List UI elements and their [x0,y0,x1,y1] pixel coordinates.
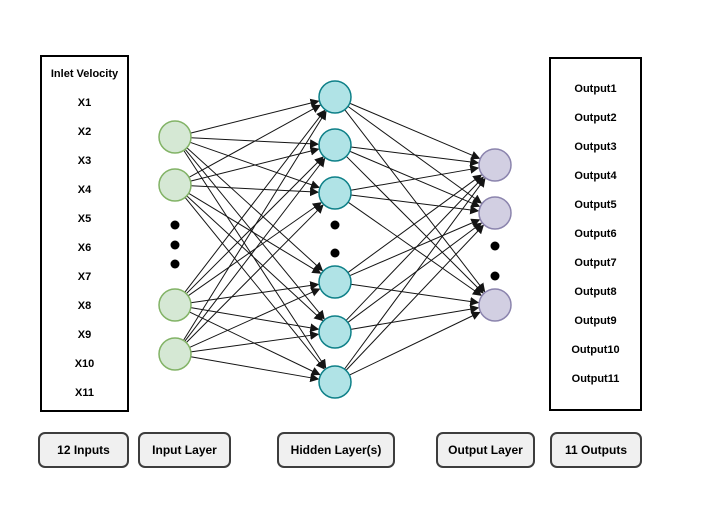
connection-arrow [188,104,321,178]
connection-arrow [183,150,327,369]
output-layer-node [478,288,512,322]
ellipsis-dot [170,259,180,269]
output-variable-label: Output6 [574,227,617,240]
connection-arrow [184,109,326,293]
connection-arrow [350,146,480,167]
input-layer-node [158,288,192,322]
input-variable-label: X9 [77,328,92,341]
connection-arrow [345,224,484,371]
output-layer-node [478,148,512,182]
output-variable-label: Output7 [574,256,617,269]
ellipsis-dot [170,240,180,250]
label-11-outputs: 11 Outputs [550,432,642,468]
hidden-layer-node [318,128,352,162]
hidden-layer-node [318,176,352,210]
label-hidden-layer: Hidden Layer(s) [277,432,395,468]
input-layer-node [158,337,192,371]
output-layer-node [478,196,512,230]
connection-arrow [190,330,320,353]
output-variable-label: Output1 [574,82,617,95]
connection-arrow [188,192,322,274]
output-variable-label: Output9 [574,314,617,327]
output-variable-label: Output4 [574,169,617,182]
input-variable-label: X4 [77,183,92,196]
connection-arrow [350,283,480,306]
input-layer-node [158,168,192,202]
connection-arrow [190,281,320,304]
input-variable-label: X8 [77,299,92,312]
ellipsis-dot [330,248,340,258]
connection-arrow [183,110,327,341]
hidden-layer-node [318,265,352,299]
connection-arrow [344,109,486,293]
input-variable-label: X2 [77,125,92,138]
hidden-layer-node [318,365,352,399]
output-variable-label: Output11 [571,372,620,385]
connection-arrow [350,304,480,330]
connection-arrow [184,197,325,370]
connection-arrow [184,157,326,342]
label-input-layer: Input Layer [138,432,231,468]
input-variable-label: Inlet Velocity [50,67,119,80]
connection-arrow [190,146,320,182]
input-variable-label: X3 [77,154,92,167]
input-variable-label: X1 [77,96,92,109]
connection-arrow [189,288,321,348]
connection-arrow [190,98,320,134]
hidden-layer-node [318,315,352,349]
output-variable-label: Output2 [574,111,617,124]
connection-arrow [347,174,483,273]
connection-arrow [344,177,486,370]
connection-arrow [350,194,480,215]
input-variable-label: X5 [77,212,92,225]
connection-arrow [186,195,324,322]
connection-arrow [349,102,481,160]
ellipsis-dot [490,271,500,281]
connection-arrow [184,149,325,320]
input-variable-label: X11 [75,386,94,399]
ellipsis-dot [330,220,340,230]
connection-arrow [186,147,324,272]
label-12-inputs: 12 Inputs [38,432,129,468]
connection-arrow [350,164,480,191]
hidden-layer-node [318,80,352,114]
connection-arrow [190,356,320,383]
output-variable-label: Output10 [571,343,620,356]
ellipsis-dot [170,220,180,230]
input-variable-label: X10 [74,357,95,370]
output-variable-label: Output3 [574,140,617,153]
connection-arrow [185,204,324,344]
connection-arrow [347,222,483,323]
input-layer-node [158,120,192,154]
connection-arrow [349,218,481,277]
ellipsis-dot [490,241,500,251]
input-variable-label: X6 [77,241,92,254]
connection-arrow [345,176,484,321]
connection-arrow [345,155,484,294]
output-variable-label: Output5 [574,198,617,211]
input-variable-label: X7 [77,270,92,283]
output-variable-label: Output8 [574,285,617,298]
connection-arrow [349,311,481,376]
label-output-layer: Output Layer [436,432,535,468]
connection-arrow [190,185,320,197]
